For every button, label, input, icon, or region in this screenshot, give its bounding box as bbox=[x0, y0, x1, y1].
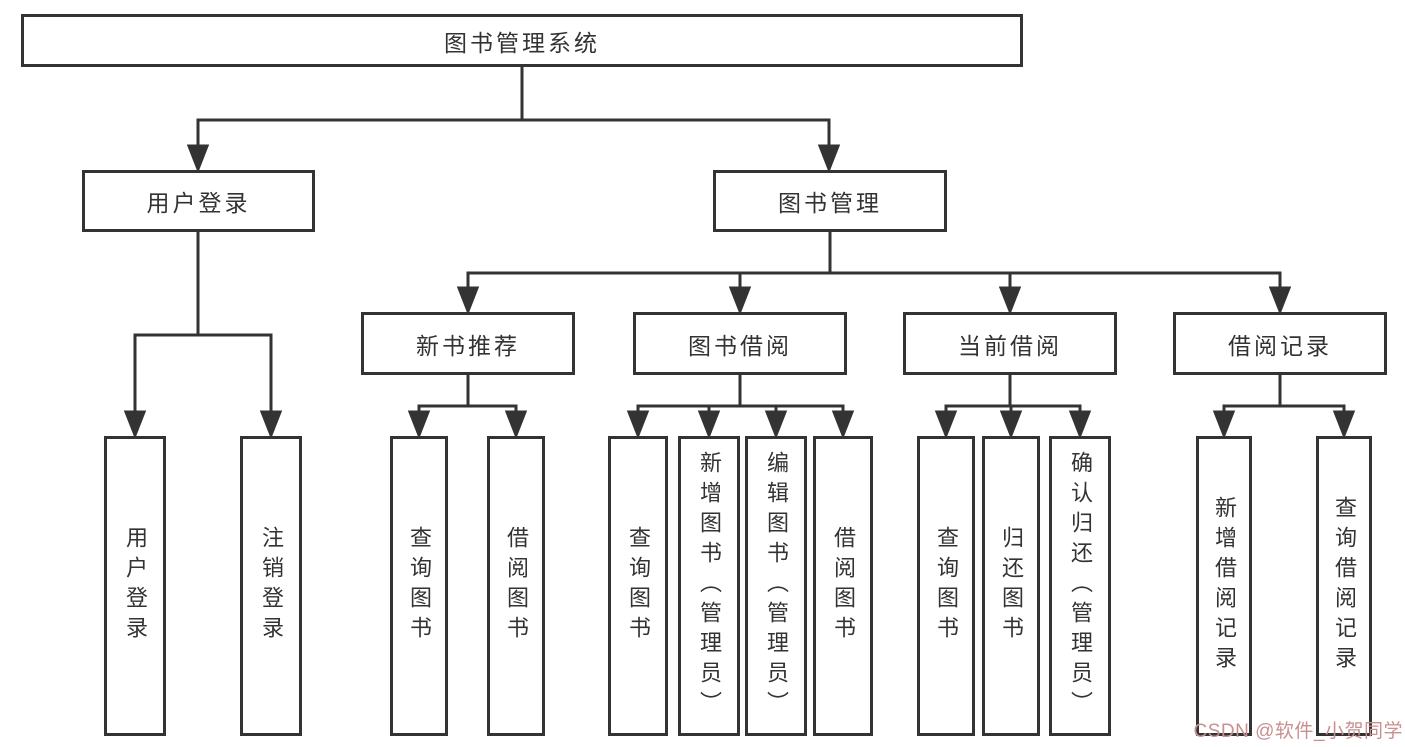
connector-borrowing-records-to-children bbox=[1212, 375, 1356, 440]
connector-current-borrowing-to-children bbox=[934, 375, 1092, 440]
node-library-management-system: 图书管理系统 bbox=[21, 14, 1023, 67]
leaf-add-borrow-record: 新增借阅记录 bbox=[1196, 436, 1252, 736]
leaf-borrow-books-borrowing: 借阅图书 bbox=[813, 436, 873, 736]
leaf-return-books-label: 归还图书 bbox=[999, 526, 1024, 646]
node-book-management: 图书管理 bbox=[713, 170, 947, 232]
leaf-user-login-label: 用户登录 bbox=[123, 526, 148, 646]
node-current-borrowing: 当前借阅 bbox=[903, 312, 1117, 375]
connector-root-to-level2 bbox=[186, 67, 841, 174]
leaf-query-borrow-record: 查询借阅记录 bbox=[1316, 436, 1372, 736]
leaf-borrow-books-recommend-label: 借阅图书 bbox=[504, 526, 529, 646]
leaf-query-books-borrowing: 查询图书 bbox=[608, 436, 668, 736]
leaf-query-books-borrowing-label: 查询图书 bbox=[626, 526, 651, 646]
leaf-query-books-recommend: 查询图书 bbox=[390, 436, 448, 736]
leaf-borrow-books-borrowing-label: 借阅图书 bbox=[831, 526, 856, 646]
leaf-logout-label: 注销登录 bbox=[259, 526, 284, 646]
leaf-query-books-current: 查询图书 bbox=[917, 436, 975, 736]
leaf-query-books-current-label: 查询图书 bbox=[934, 526, 959, 646]
connector-new-book-recommendation-to-children bbox=[407, 375, 528, 440]
node-borrowing-records: 借阅记录 bbox=[1173, 312, 1387, 375]
leaf-user-login: 用户登录 bbox=[104, 436, 166, 736]
leaf-query-books-recommend-label: 查询图书 bbox=[407, 526, 432, 646]
leaf-edit-book-admin-label: 编辑图书（管理员） bbox=[764, 451, 789, 721]
connector-book-borrowing-to-children bbox=[626, 375, 855, 440]
leaf-add-book-admin-label: 新增图书（管理员） bbox=[697, 451, 722, 721]
connector-book-management-to-children bbox=[456, 232, 1292, 316]
leaf-query-borrow-record-label: 查询借阅记录 bbox=[1332, 496, 1357, 676]
node-book-borrowing: 图书借阅 bbox=[633, 312, 847, 375]
node-new-book-recommendation: 新书推荐 bbox=[361, 312, 575, 375]
leaf-logout: 注销登录 bbox=[240, 436, 302, 736]
leaf-confirm-return-admin-label: 确认归还（管理员） bbox=[1068, 451, 1093, 721]
leaf-add-borrow-record-label: 新增借阅记录 bbox=[1212, 496, 1237, 676]
leaf-return-books: 归还图书 bbox=[982, 436, 1040, 736]
node-user-login: 用户登录 bbox=[82, 170, 315, 232]
leaf-add-book-admin: 新增图书（管理员） bbox=[678, 436, 740, 736]
leaf-confirm-return-admin: 确认归还（管理员） bbox=[1049, 436, 1111, 736]
connector-user-login-to-children bbox=[123, 232, 283, 440]
watermark-csdn: CSDN @软件_小贺同学 bbox=[1193, 721, 1403, 742]
leaf-edit-book-admin: 编辑图书（管理员） bbox=[745, 436, 807, 736]
leaf-borrow-books-recommend: 借阅图书 bbox=[487, 436, 545, 736]
